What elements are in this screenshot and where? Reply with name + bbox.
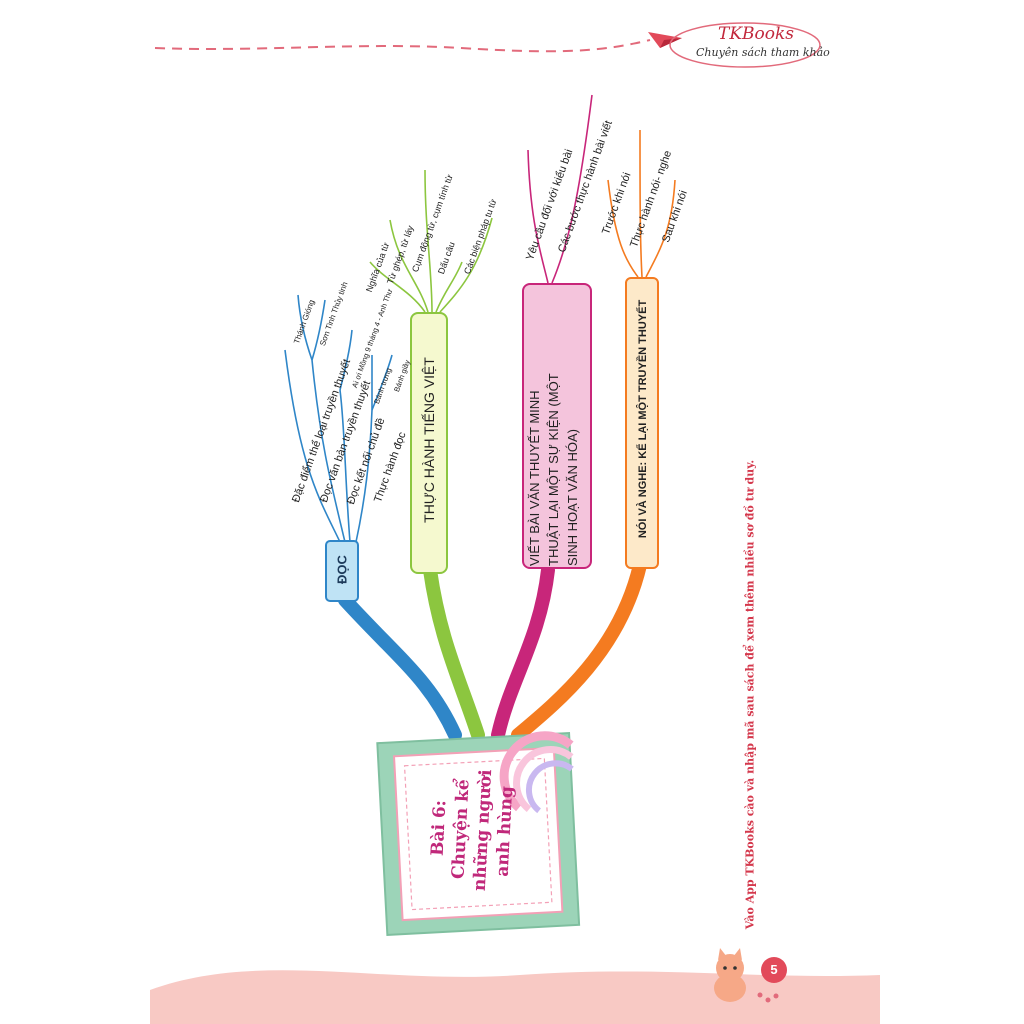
tv-sub-branches bbox=[369, 169, 493, 313]
doc-sub-branches bbox=[284, 294, 393, 543]
page-number-circle bbox=[761, 957, 787, 983]
brand-ellipse bbox=[669, 22, 821, 68]
rainbow-icon bbox=[499, 731, 574, 814]
central-frame bbox=[376, 731, 581, 936]
footer-promo: Vào App TKBooks cào và nhập mã sau sách … bbox=[743, 459, 757, 930]
viet-sub-branches bbox=[527, 94, 593, 284]
node-viet[interactable]: VIẾT BÀI VĂN THUYẾT MINH THUẬT LẠI MỘT S… bbox=[522, 283, 592, 569]
branch-tv-trunk bbox=[423, 563, 485, 742]
node-viet-line1: VIẾT BÀI VĂN THUYẾT MINH bbox=[527, 390, 542, 566]
node-doc-label: ĐỌC bbox=[334, 555, 350, 584]
node-doc[interactable]: ĐỌC bbox=[325, 540, 359, 602]
footer-wave bbox=[150, 970, 880, 1024]
node-viet-line2: THUẬT LẠI MỘT SỰ KIỆN (MỘT bbox=[546, 373, 561, 566]
branch-viet-trunk bbox=[491, 563, 555, 742]
node-viet-label: VIẾT BÀI VĂN THUYẾT MINH THUẬT LẠI MỘT S… bbox=[525, 284, 589, 566]
page-number: 5 bbox=[770, 962, 778, 977]
node-noi[interactable]: NÓI VÀ NGHE: KỂ LẠI MỘT TRUYỀN THUYẾT bbox=[625, 277, 659, 569]
noi-sub-branches bbox=[607, 129, 676, 278]
branch-doc-trunk bbox=[338, 593, 462, 742]
branch-noi-trunk bbox=[511, 558, 647, 742]
brand-name: TKBooks bbox=[718, 24, 795, 44]
node-tv-label: THỰC HÀNH TIẾNG VIỆT bbox=[421, 357, 437, 523]
paper-plane-icon bbox=[648, 32, 682, 48]
cat-icon bbox=[714, 948, 779, 1003]
node-tv[interactable]: THỰC HÀNH TIẾNG VIỆT bbox=[410, 312, 448, 574]
header-dashed-line bbox=[154, 39, 651, 53]
node-viet-line3: SINH HOẠT VĂN HÓA) bbox=[565, 428, 580, 566]
brand-tagline: Chuyên sách tham khảo bbox=[696, 46, 830, 59]
node-noi-label: NÓI VÀ NGHE: KỂ LẠI MỘT TRUYỀN THUYẾT bbox=[637, 299, 649, 539]
central-title: Bài 6: Chuyện kể những người anh hùng bbox=[424, 747, 532, 912]
